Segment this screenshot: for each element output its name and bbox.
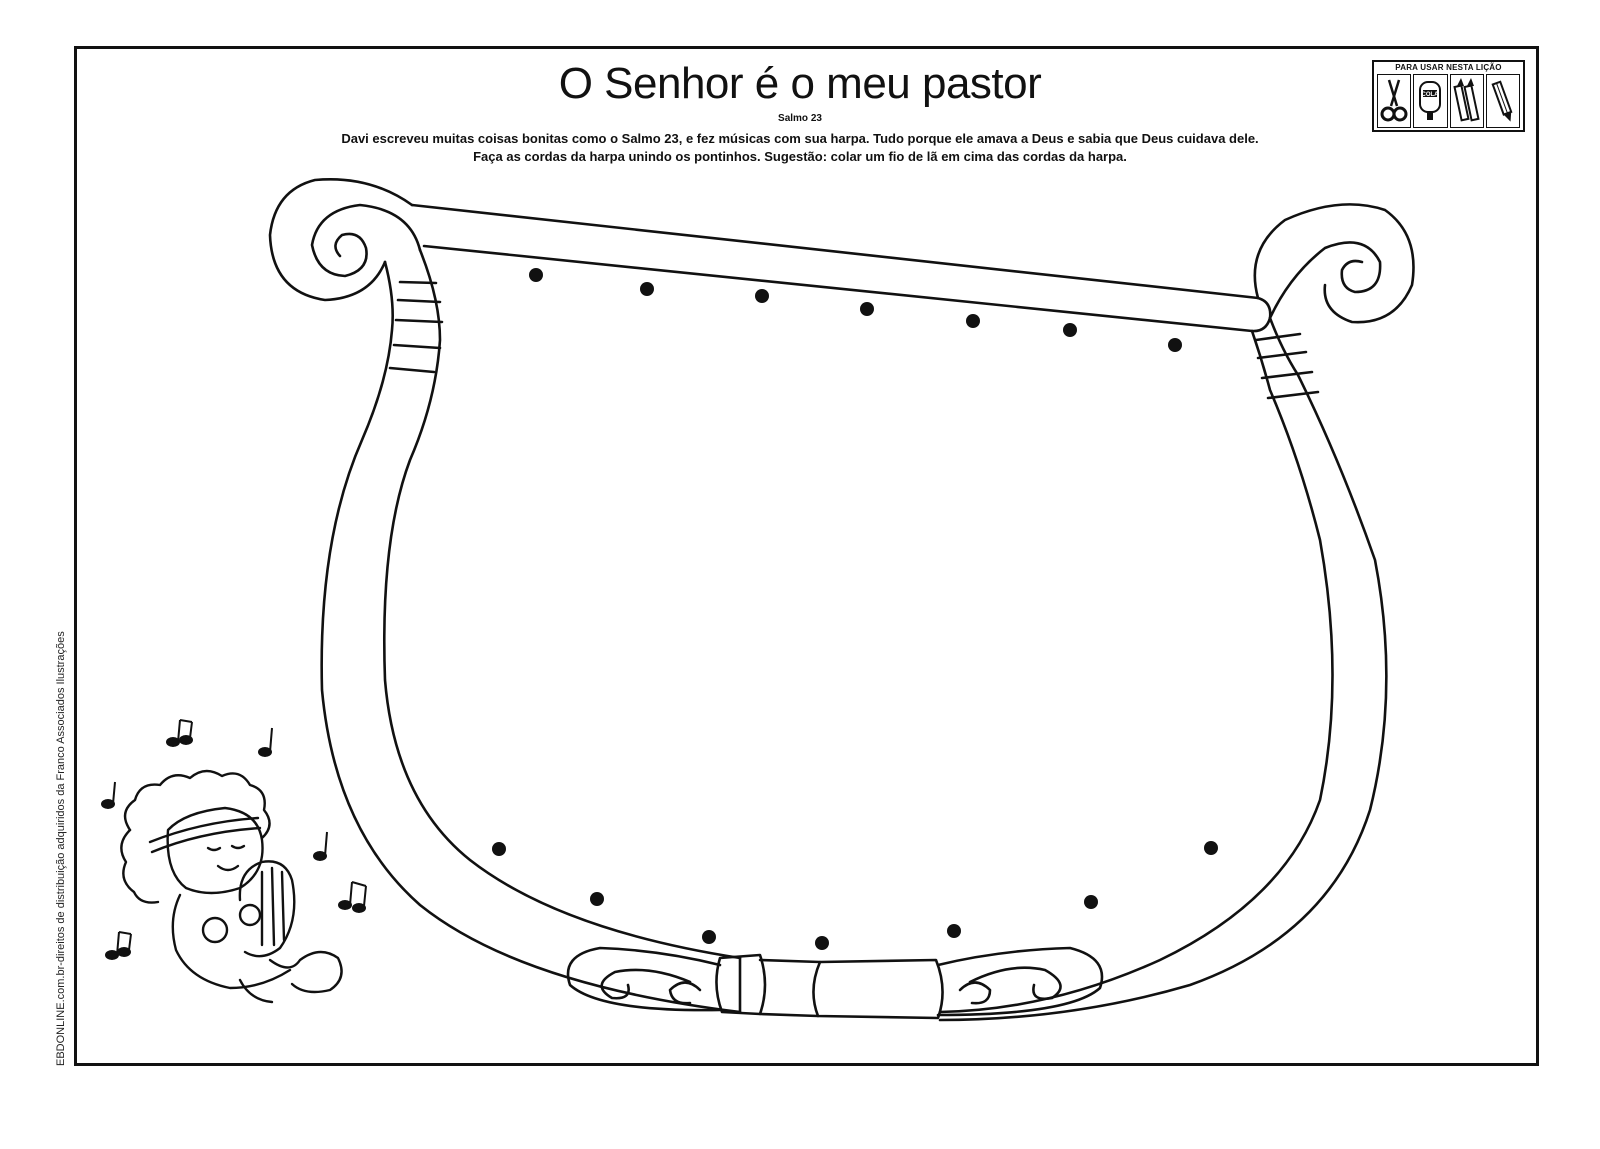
bottom-dot[interactable] (947, 924, 961, 938)
left-scroll (268, 178, 414, 302)
worksheet-title: O Senhor é o meu pastor (558, 59, 1042, 108)
harp-left-arm-inner (382, 248, 742, 960)
bottom-dot[interactable] (1084, 895, 1098, 909)
glue-icon: COLA (1413, 74, 1448, 128)
top-dot[interactable] (966, 314, 980, 328)
glue-label: COLA (1422, 92, 1440, 98)
top-dot[interactable] (640, 282, 654, 296)
worksheet-border (74, 46, 1539, 1066)
story-text: Davi escreveu muitas coisas bonitas como… (341, 131, 1259, 146)
harp-knot-center (812, 958, 944, 1020)
top-dot[interactable] (755, 289, 769, 303)
bottom-dot[interactable] (702, 930, 716, 944)
music-notes (101, 719, 367, 960)
music-note-icon (105, 931, 132, 960)
bottom-dot[interactable] (590, 892, 604, 906)
top-dot[interactable] (529, 268, 543, 282)
crayons-icon (1449, 74, 1484, 128)
harp-crossbar (410, 203, 1272, 333)
scissors-icon (1377, 74, 1412, 128)
top-dot[interactable] (1063, 323, 1077, 337)
music-note-icon (166, 719, 193, 747)
top-dot[interactable] (1168, 338, 1182, 352)
music-note-icon (338, 881, 367, 913)
bible-reference: Salmo 23 (778, 113, 822, 124)
bottom-dot[interactable] (492, 842, 506, 856)
harp-left-arm-outer (320, 260, 742, 1014)
top-dot[interactable] (860, 302, 874, 316)
pencil-icon (1485, 74, 1520, 128)
materials-label: PARA USAR NESTA LIÇÃO (1395, 63, 1502, 72)
dot-points (492, 268, 1218, 950)
bottom-dot[interactable] (1204, 841, 1218, 855)
music-note-icon (101, 781, 116, 809)
music-note-icon (313, 831, 328, 861)
instruction-text: Faça as cordas da harpa unindo os pontin… (473, 149, 1127, 164)
bottom-dot[interactable] (815, 936, 829, 950)
harp-right-arm-outer (938, 329, 1334, 1014)
david-illustration (120, 769, 343, 1004)
music-note-icon (258, 727, 273, 757)
materials-box: PARA USAR NESTA LIÇÃO COLA (1372, 60, 1525, 132)
